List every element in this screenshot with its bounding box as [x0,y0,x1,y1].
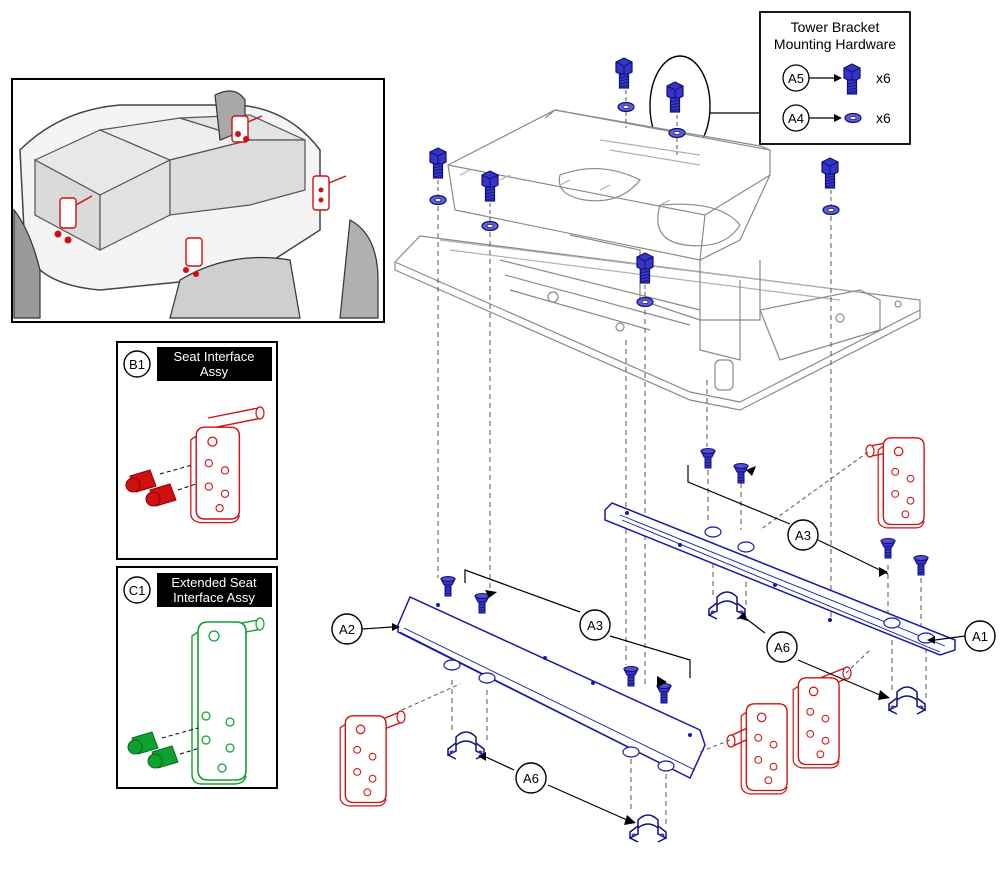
hardware-title-line1: Tower Bracket [791,19,880,35]
flat-head-screw-icon [733,462,749,484]
callout-leaders [361,465,966,821]
washer-icon [822,204,840,216]
clamp-icon [708,591,746,620]
a3-callout-upper: A3 [795,528,811,543]
flat-head-screw-icon [700,447,716,469]
flat-head-screw-icon [623,665,639,687]
tower-bracket-hardware-box: Tower Bracket Mounting Hardware A5 x6 A4… [710,11,911,145]
a5-quantity: x6 [876,70,891,86]
assembly-photo-inset [11,78,385,323]
a1-callout: A1 [972,629,988,644]
a4-quantity: x6 [876,110,891,126]
c1-label-line2: Interface Assy [173,590,255,605]
flat-head-screw-icon [880,537,896,559]
seat-frame-drawing [394,109,921,411]
clamp-icon [629,814,667,843]
hardware-title-line2: Mounting Hardware [774,36,896,52]
seat-interface-brackets [339,437,925,807]
rail-a2 [397,595,706,780]
washer-icon [617,101,635,113]
c1-callout: C1 [129,583,146,598]
extended-seat-bracket-drawing [127,617,265,785]
seat-interface-bracket-drawing [125,406,265,524]
red-bracket-lower-right [792,666,852,769]
washer-icon [636,296,654,308]
seat-interface-assy-panel: B1 Seat Interface Assy [116,341,278,560]
flat-head-screw-icon [440,575,456,597]
clamp-icon [447,731,485,760]
a6-callout-right: A6 [774,640,790,655]
hex-bolt-icon [615,57,633,89]
a6-callout-lower: A6 [523,771,539,786]
b1-label-line2: Assy [200,364,229,379]
flat-head-screw-icon [474,592,490,614]
washer-icon [481,220,499,232]
washer-icon [429,194,447,206]
c1-label-line1: Extended Seat [171,575,257,590]
washer-icon [844,112,862,124]
alignment-dashed-lines [437,206,927,825]
bracket-dashed-connectors [401,451,871,753]
a2-callout: A2 [339,622,355,637]
red-bracket-lower-left [339,710,406,807]
hex-bolt-icon [429,147,447,179]
b1-label-line1: Seat Interface [174,349,255,364]
callout-arrowheads [392,466,935,825]
hex-bolt-icon [821,157,839,189]
red-bracket-top-right [865,437,925,529]
callout-circles: A3 A3 A1 A2 A6 A6 [331,519,996,794]
washer-icon [668,127,686,139]
clamps [447,591,926,843]
a4-callout: A4 [788,111,804,126]
b1-callout: B1 [129,357,145,372]
a5-callout: A5 [788,71,804,86]
flat-head-screw-icon [913,554,929,576]
hex-bolt-icon [666,81,684,113]
extended-seat-interface-panel: C1 Extended Seat Interface Assy [116,566,278,789]
clamp-icon [888,686,926,715]
a3-callout-lower: A3 [587,618,603,633]
red-bracket-lower-middle [726,703,788,795]
bolt-dashed-lines-top [437,90,832,297]
